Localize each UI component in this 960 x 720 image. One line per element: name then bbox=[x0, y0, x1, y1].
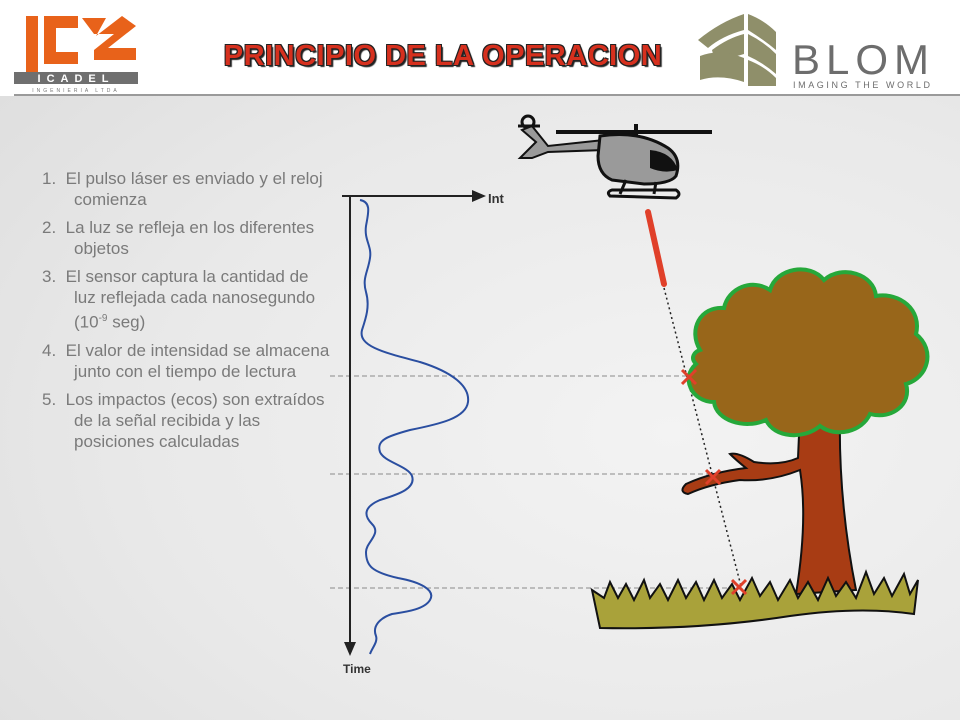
time-axis-label: Time bbox=[343, 662, 371, 676]
step-item: 4. El valor de intensidad se almacena ju… bbox=[42, 340, 332, 382]
step-text: El sensor captura la cantidad de luz ref… bbox=[65, 267, 316, 332]
return-waveform bbox=[359, 199, 470, 655]
step-number: 5. bbox=[42, 389, 57, 409]
step-text: Los impactos (ecos) son extraídos de la … bbox=[65, 389, 325, 451]
steps-list: 1. El pulso láser es enviado y el reloj … bbox=[42, 168, 332, 459]
icadel-tagline: INGENIERIA LTDA bbox=[32, 88, 119, 94]
laser-path bbox=[663, 287, 743, 591]
step-text-after: seg) bbox=[107, 312, 146, 332]
step-text: El valor de intensidad se almacena junto… bbox=[65, 340, 330, 381]
icadel-logo: ICADEL INGENIERIA LTDA bbox=[14, 16, 138, 94]
step-number: 4. bbox=[42, 340, 57, 360]
header-bar bbox=[0, 0, 960, 96]
echo-marker bbox=[730, 578, 748, 596]
icadel-name-band bbox=[14, 72, 138, 84]
step-item: 3. El sensor captura la cantidad de luz … bbox=[42, 266, 332, 333]
step-text: El pulso láser es enviado y el reloj com… bbox=[65, 169, 323, 209]
waveform-axes bbox=[342, 190, 486, 656]
echo-marker bbox=[680, 368, 698, 386]
tree-trunk bbox=[681, 408, 858, 596]
step-superscript: -9 bbox=[98, 313, 108, 324]
time-axis-arrow bbox=[344, 642, 356, 656]
icadel-name: ICADEL bbox=[38, 73, 115, 85]
echo-marker bbox=[704, 468, 722, 486]
step-number: 2. bbox=[42, 218, 57, 237]
step-number: 3. bbox=[42, 267, 57, 286]
intensity-axis-arrow bbox=[472, 190, 486, 202]
grass-ground bbox=[590, 569, 919, 630]
icadel-mark bbox=[26, 16, 136, 72]
intensity-axis-label: Int bbox=[488, 191, 504, 206]
laser-pulse bbox=[645, 209, 667, 287]
helicopter-icon bbox=[517, 114, 712, 200]
page-title: PRINCIPIO DE LA OPERACION bbox=[223, 40, 663, 72]
header-divider bbox=[14, 94, 960, 96]
step-item: 2. La luz se refleja en los diferentes o… bbox=[42, 217, 332, 259]
step-text: La luz se refleja en los diferentes obje… bbox=[65, 218, 315, 258]
step-number: 1. bbox=[42, 169, 57, 188]
tree-foliage bbox=[686, 267, 930, 438]
step-item: 5. Los impactos (ecos) son extraídos de … bbox=[42, 389, 332, 452]
step-item: 1. El pulso láser es enviado y el reloj … bbox=[42, 168, 332, 210]
